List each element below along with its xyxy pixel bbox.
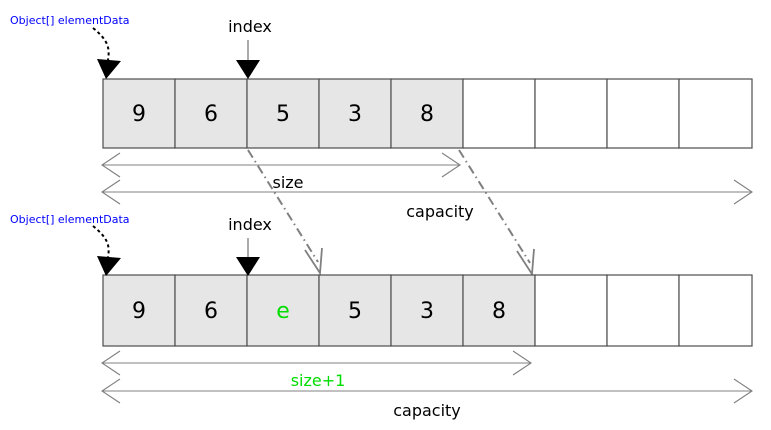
before-cell-0 [102,78,176,149]
before-cell-6 [534,78,608,149]
after-cell-value-0: 9 [132,299,146,324]
before-capacity-span [101,179,753,205]
shift-arrow-right [458,149,535,277]
after-index-arrowhead [236,257,260,276]
after-cell-value-1: 6 [204,299,218,324]
before-cell-value-3: 3 [348,102,362,127]
after-cell-value-3: 5 [348,299,362,324]
after-cell-7 [606,274,680,347]
after-array-group: 9 6 e 5 3 8 [102,274,753,347]
after-elementdata-label: Object[] elementData [10,213,130,226]
before-array-group: 9 6 5 3 8 [102,78,753,149]
before-cell-value-1: 6 [204,102,218,127]
after-elementdata-pointer [92,225,121,276]
before-elementdata-label: Object[] elementData [10,14,130,27]
before-elementdata-arrowhead [97,59,121,79]
before-cell-8 [678,78,753,149]
before-index-pointer [236,40,260,79]
after-cell-5 [462,274,536,347]
after-cell-2 [246,274,320,347]
after-capacity-span [101,378,753,404]
before-elementdata-pointer [92,27,121,79]
before-cell-4 [390,78,464,149]
before-cell-2 [246,78,320,149]
after-index-label: index [228,215,272,234]
before-size-label: size [272,173,303,192]
before-cell-value-4: 8 [420,102,434,127]
after-index-pointer [236,238,260,276]
before-capacity-label: capacity [406,202,474,221]
before-cell-7 [606,78,680,149]
after-cell-6 [534,274,608,347]
before-cell-1 [174,78,248,149]
before-size-span [101,152,461,178]
after-cell-1 [174,274,248,347]
before-index-arrowhead [236,60,260,79]
after-cell-4 [390,274,464,347]
after-size-span [101,350,532,376]
after-cell-8 [678,274,753,347]
before-cell-value-2: 5 [276,102,290,127]
before-index-label: index [228,17,272,36]
after-capacity-label: capacity [393,401,461,420]
after-cell-value-5: 8 [492,299,506,324]
shift-arrow-left [247,149,323,276]
before-cell-value-0: 9 [132,102,146,127]
after-size-label: size+1 [291,371,346,390]
after-elementdata-arrowhead [97,256,121,276]
before-cell-5 [462,78,536,149]
after-cell-value-2: e [276,299,290,324]
after-cell-0 [102,274,176,347]
after-cell-value-4: 3 [420,299,434,324]
